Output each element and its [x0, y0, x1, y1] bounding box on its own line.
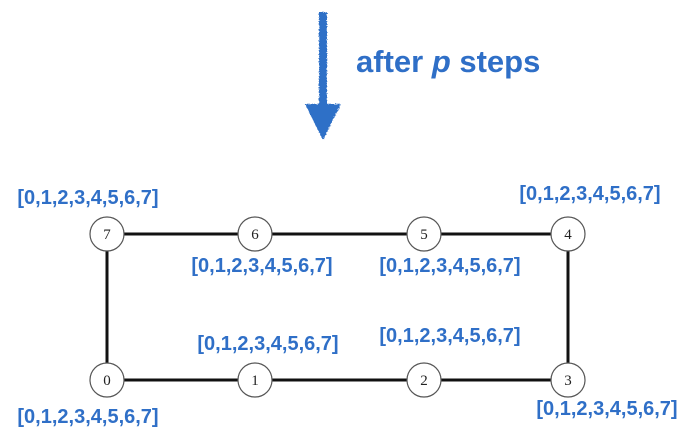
node-circle-2 [406, 362, 442, 398]
node-label-7: 7 [103, 227, 111, 243]
node-list-0: [0,1,2,3,4,5,6,7] [17, 406, 158, 428]
node-7: 7 [89, 216, 125, 252]
edges-layer [105, 232, 570, 382]
nodes-layer: 0 1 2 3 4 5 6 7 [89, 216, 586, 398]
node-circle-0 [89, 362, 125, 398]
caption-after-p-steps: after p steps [356, 46, 540, 77]
node-list-6: [0,1,2,3,4,5,6,7] [191, 255, 332, 277]
node-list-2: [0,1,2,3,4,5,6,7] [379, 325, 520, 347]
node-0: 0 [89, 362, 125, 398]
caption-variable: p [431, 44, 451, 79]
node-6: 6 [237, 216, 273, 252]
node-2: 2 [406, 362, 442, 398]
node-label-5: 5 [420, 227, 428, 243]
node-label-3: 3 [564, 373, 572, 389]
node-list-3: [0,1,2,3,4,5,6,7] [536, 398, 677, 420]
node-list-4: [0,1,2,3,4,5,6,7] [519, 183, 660, 205]
down-arrow-icon [305, 12, 341, 140]
node-circle-4 [550, 216, 586, 252]
node-label-6: 6 [251, 227, 259, 243]
node-3: 3 [550, 362, 586, 398]
node-label-0: 0 [103, 373, 111, 389]
node-list-7: [0,1,2,3,4,5,6,7] [17, 187, 158, 209]
caption-prefix: after [356, 44, 432, 79]
node-1: 1 [237, 362, 273, 398]
node-label-4: 4 [564, 227, 572, 243]
node-label-2: 2 [420, 373, 428, 389]
node-label-1: 1 [251, 373, 259, 389]
node-circle-5 [406, 216, 442, 252]
node-circle-3 [550, 362, 586, 398]
node-4: 4 [550, 216, 586, 252]
node-circle-6 [237, 216, 273, 252]
node-circle-7 [89, 216, 125, 252]
node-5: 5 [406, 216, 442, 252]
node-list-1: [0,1,2,3,4,5,6,7] [197, 333, 338, 355]
caption-suffix: steps [450, 44, 541, 79]
node-list-5: [0,1,2,3,4,5,6,7] [379, 255, 520, 277]
node-circle-1 [237, 362, 273, 398]
lists-layer: [0,1,2,3,4,5,6,7] [0,1,2,3,4,5,6,7] [0,1,2… [17, 183, 677, 428]
